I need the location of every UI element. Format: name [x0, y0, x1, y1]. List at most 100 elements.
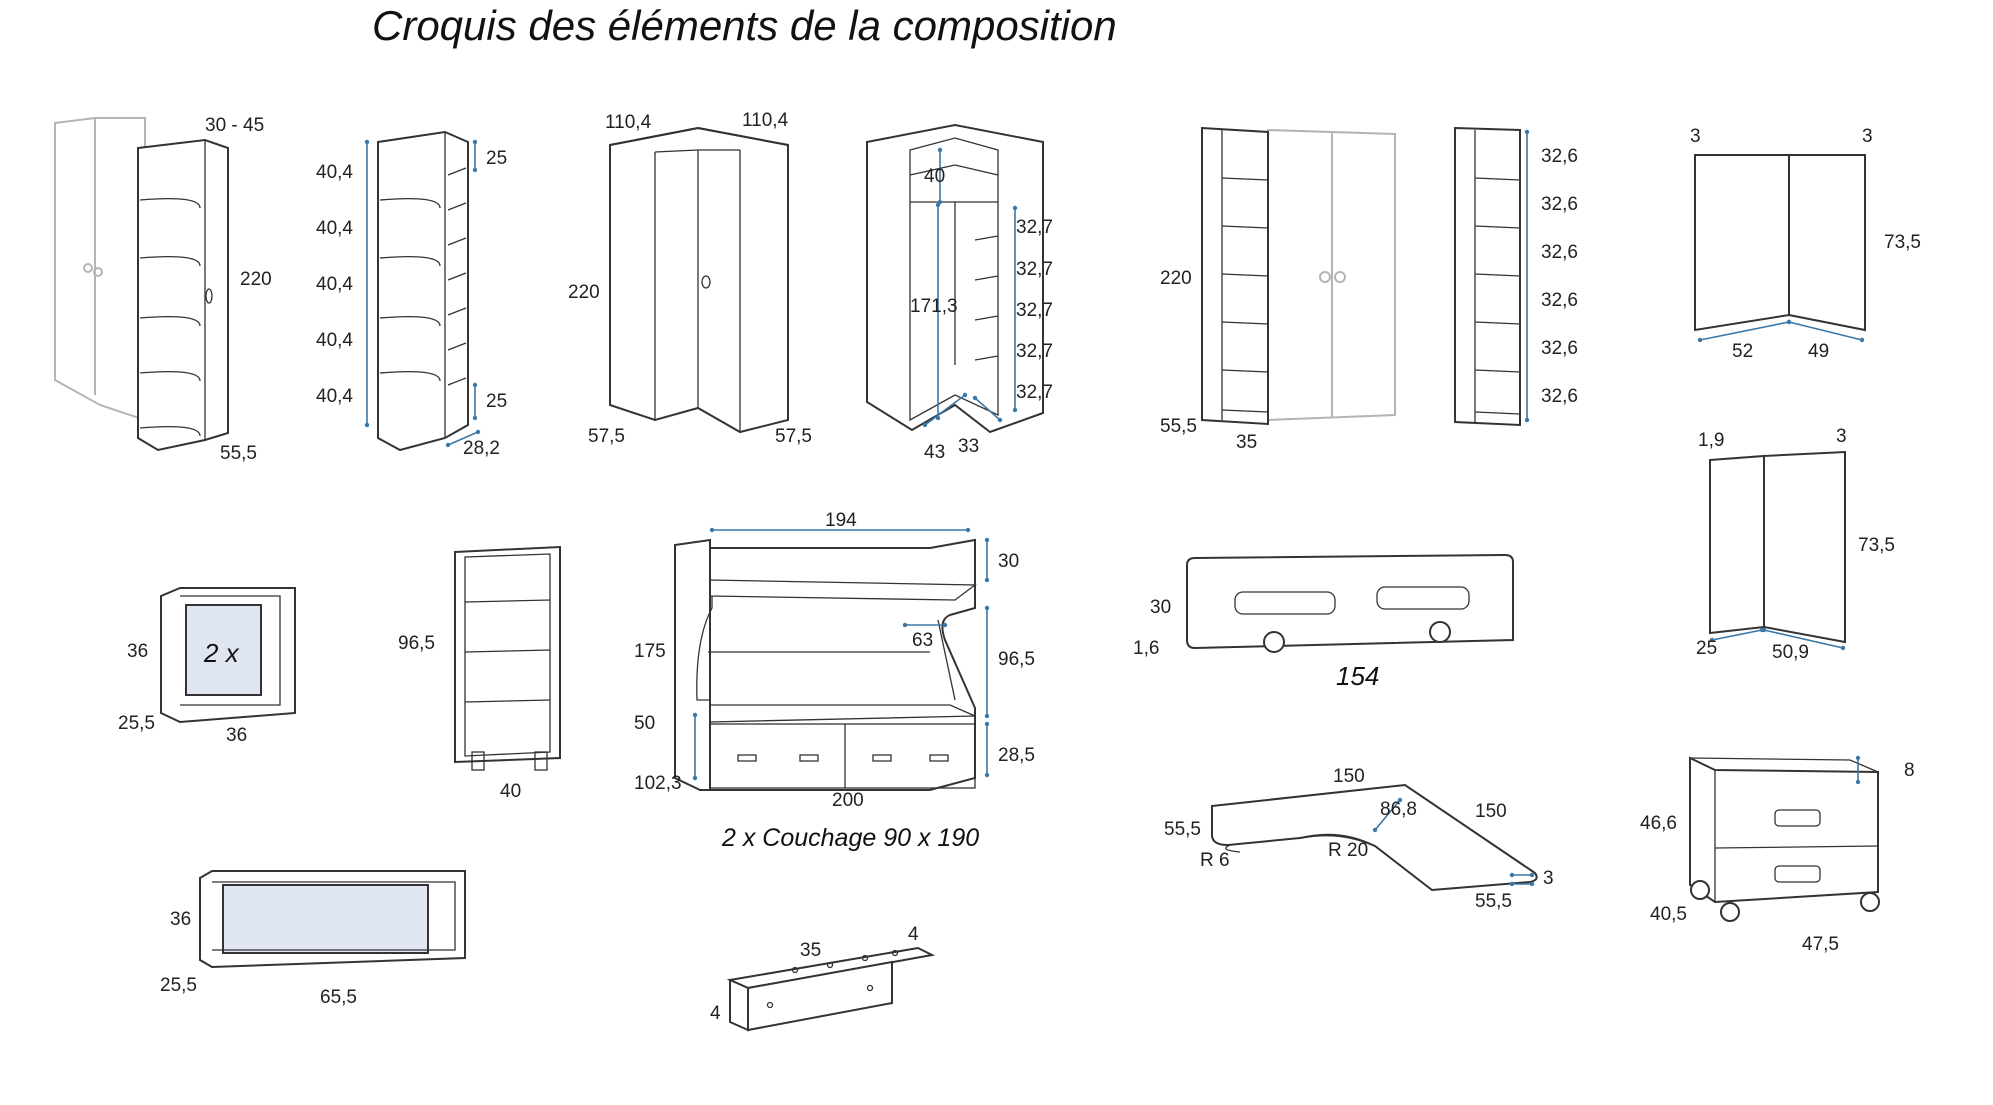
cube-unit	[160, 587, 296, 724]
dim-label: 52	[1732, 341, 1753, 362]
dim-label: 55,5	[1164, 819, 1201, 840]
dim-label: 32,6	[1541, 338, 1578, 359]
caster	[1720, 902, 1740, 922]
cube-inner-edge	[180, 595, 281, 706]
wall-shelf-inner	[212, 881, 456, 951]
dimension-tick	[1855, 755, 1861, 761]
dimension-tick	[1761, 627, 1767, 633]
headboard-peg	[1429, 621, 1451, 643]
dim-label: 200	[832, 790, 864, 811]
dim-label: 194	[825, 510, 857, 531]
ghost-handle	[93, 267, 103, 277]
interior-side-shelves	[974, 235, 999, 361]
dimension-tick	[472, 415, 478, 421]
drawer-split	[1714, 845, 1879, 849]
wall-bracket	[726, 946, 936, 1032]
dimension-tick	[1509, 872, 1515, 878]
dimension-tick	[1855, 779, 1861, 785]
bunk-top-bed	[709, 579, 977, 601]
interior-recess	[909, 137, 999, 422]
dimension-tick	[984, 577, 990, 583]
dim-label: 86,8	[1380, 799, 1417, 820]
dimension-tick	[997, 417, 1003, 423]
bookcase-foot	[471, 751, 485, 771]
top-edge	[609, 126, 789, 146]
dim-label: 73,5	[1884, 232, 1921, 253]
dimension-tick	[1397, 797, 1403, 803]
handle	[205, 288, 213, 304]
corner-wardrobe	[609, 126, 789, 434]
dimension-tick	[364, 422, 370, 428]
dim-label: 102,3	[634, 773, 682, 794]
dimension-tick	[962, 392, 968, 398]
corner-shelf-shelves	[139, 198, 201, 437]
dimension-tick	[692, 775, 698, 781]
dim-label: 32,6	[1541, 146, 1578, 167]
dim-label: 25,5	[160, 975, 197, 996]
dim-label: 49	[1808, 341, 1829, 362]
corner-wardrobe-body	[609, 126, 789, 434]
dim-label: R 6	[1200, 850, 1230, 871]
dim-label: 57,5	[775, 426, 812, 447]
screw-hole	[866, 984, 874, 992]
headboard-peg	[1263, 631, 1285, 653]
dim-label: 32,7	[1016, 341, 1053, 362]
headboard-panel	[1186, 553, 1514, 653]
dimension-line	[924, 394, 966, 426]
dim-label: 3	[1836, 426, 1847, 447]
bookcase-body	[454, 545, 561, 764]
corner-wardrobe-interior	[866, 123, 1044, 434]
dim-label: 46,6	[1640, 813, 1677, 834]
bookcase-foot	[534, 751, 548, 771]
bunk-frame	[710, 538, 976, 791]
dim-label: 220	[568, 282, 600, 303]
dim-label: 47,5	[1802, 934, 1839, 955]
dim-label: 32,6	[1541, 194, 1578, 215]
panel-right	[1763, 450, 1846, 644]
page-title: Croquis des éléments de la composition	[372, 2, 1117, 49]
dimension-line	[447, 431, 479, 446]
dimension-tick	[984, 537, 990, 543]
dim-label: 40,5	[1650, 904, 1687, 925]
dimension-tick	[1012, 407, 1018, 413]
dim-label: 150	[1333, 766, 1365, 787]
wardrobe-with-shelf-unit	[1201, 126, 1396, 426]
dimension-tick	[472, 139, 478, 145]
dimension-tick	[937, 147, 943, 153]
dimension-line	[1763, 629, 1844, 649]
dimension-tick	[1697, 337, 1703, 343]
top-inner	[654, 149, 740, 153]
dim-label: 25	[486, 148, 507, 169]
dim-label: 30 - 45	[205, 115, 264, 136]
dimension-tick	[935, 415, 941, 421]
panel-left	[1709, 454, 1765, 635]
dim-label: 36	[127, 641, 148, 662]
dim-label: R 20	[1328, 840, 1368, 861]
dim-label: 1,9	[1698, 430, 1724, 451]
dim-label: 36	[170, 909, 191, 930]
dim-label: 32,7	[1016, 300, 1053, 321]
dimension-line	[1374, 799, 1401, 831]
headboard-caption: 154	[1336, 661, 1379, 691]
dim-label: 40	[924, 166, 945, 187]
dim-label: 35	[1236, 432, 1257, 453]
dimension-line	[1711, 629, 1763, 641]
dim-label: 50,9	[1772, 642, 1809, 663]
shelf-tower-body	[1454, 126, 1521, 427]
dimension-tick	[984, 721, 990, 727]
dim-label: 40	[500, 781, 521, 802]
dim-label: 40,4	[316, 162, 353, 183]
ghost-handle	[1319, 271, 1331, 283]
dim-label: 33	[958, 436, 979, 457]
wardrobe-with-corner-shelf	[54, 117, 229, 452]
bunk-left-curve	[696, 596, 713, 701]
drawer-unit-rim	[1689, 757, 1879, 773]
dimension-tick	[984, 772, 990, 778]
bunk-right-curve	[937, 619, 956, 701]
screw-hole	[826, 961, 834, 969]
bracket-front	[747, 960, 893, 1032]
dim-label: 32,6	[1541, 242, 1578, 263]
dimension-tick	[922, 422, 928, 428]
dimension-tick	[1529, 881, 1535, 887]
